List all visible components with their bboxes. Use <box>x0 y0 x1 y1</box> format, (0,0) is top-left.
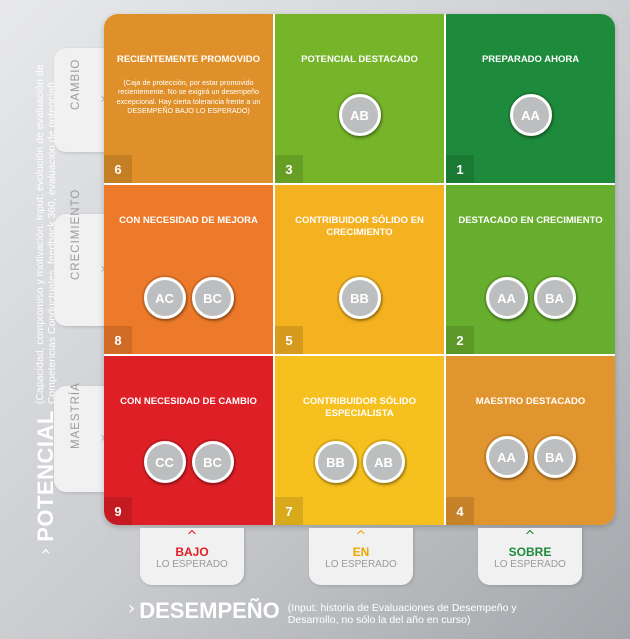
box-number: 4 <box>446 497 474 525</box>
box-number: 3 <box>275 155 303 183</box>
badge: BB <box>314 441 357 483</box>
box-5: CONTRIBUIDOR SÓLIDO EN CRECIMIENTO BB 5 <box>275 185 444 354</box>
column-tab-sobre: ^ SOBRE LO ESPERADO <box>478 528 582 585</box>
box-title: DESTACADO EN CRECIMIENTO <box>458 215 603 226</box>
chevron-right-icon: › <box>100 430 106 446</box>
chevron-up-icon: ^ <box>524 529 536 544</box>
box-title: RECIENTEMENTE PROMOVIDO <box>116 54 261 65</box>
column-label: EN <box>352 545 370 559</box>
box-number: 5 <box>275 326 303 354</box>
chevron-right-icon: › <box>100 261 106 277</box>
column-sublabel: LO ESPERADO <box>156 559 228 570</box>
x-axis: › DESEMPEÑO (Input: historia de Evaluaci… <box>128 598 558 626</box>
row-label: CAMBIO <box>70 58 82 110</box>
x-axis-note: (Input: historia de Evaluaciones de Dese… <box>287 602 517 626</box>
box-1: PREPARADO AHORA AA 1 <box>446 14 615 183</box>
nine-box-grid: RECIENTEMENTE PROMOVIDO (Caja de protecc… <box>104 14 615 525</box>
badge: BA <box>533 436 576 478</box>
badge: BC <box>191 277 234 319</box>
column-label: BAJO <box>175 545 209 559</box>
x-axis-chevron-icon: › <box>128 598 136 619</box>
column-tab-en: ^ EN LO ESPERADO <box>309 528 413 585</box>
box-title: CONTRIBUIDOR SÓLIDO ESPECIALISTA <box>303 396 416 420</box>
badge: BA <box>533 277 576 319</box>
box-title: CONTRIBUIDOR SÓLIDO EN CRECIMIENTO <box>295 215 424 239</box>
box-number: 6 <box>104 155 132 183</box>
column-sublabel: LO ESPERADO <box>325 559 397 570</box>
y-axis-chevron-icon: › <box>35 547 56 555</box>
badge: AC <box>143 277 186 319</box>
box-subtitle: (Caja de protección, por estar promovido… <box>116 78 261 116</box>
column-sublabel: LO ESPERADO <box>494 559 566 570</box>
box-title: MAESTRO DESTACADO <box>475 396 586 407</box>
box-title: CON NECESIDAD DE CAMBIO <box>120 396 257 407</box>
y-axis: › POTENCIAL (Capacidad, compromiso y mot… <box>2 10 58 555</box>
badge: BB <box>338 277 381 319</box>
box-title: CON NECESIDAD DE MEJORA <box>119 215 258 226</box>
row-label: CRECIMIENTO <box>70 188 82 280</box>
box-title: POTENCIAL DESTACADO <box>301 54 418 65</box>
box-number: 8 <box>104 326 132 354</box>
badge: AA <box>485 277 528 319</box>
column-label: SOBRE <box>508 545 552 559</box>
box-number: 2 <box>446 326 474 354</box>
badge: AB <box>338 94 381 136</box>
box-3: POTENCIAL DESTACADO AB 3 <box>275 14 444 183</box>
badge: AB <box>362 441 405 483</box>
box-number: 7 <box>275 497 303 525</box>
badge: AA <box>485 436 528 478</box>
box-6: RECIENTEMENTE PROMOVIDO (Caja de protecc… <box>104 14 273 183</box>
chevron-up-icon: ^ <box>355 529 367 544</box>
x-axis-title: DESEMPEÑO <box>139 598 280 623</box>
badge: AA <box>509 94 552 136</box>
box-number: 9 <box>104 497 132 525</box>
chevron-right-icon: › <box>100 91 106 107</box>
box-title: PREPARADO AHORA <box>481 54 580 65</box>
row-label: MAESTRÍA <box>70 382 82 449</box>
chevron-up-icon: ^ <box>186 529 198 544</box>
column-tab-bajo: ^ BAJO LO ESPERADO <box>140 528 244 585</box>
badge: CC <box>143 441 186 483</box>
badge: BC <box>191 441 234 483</box>
box-number: 1 <box>446 155 474 183</box>
